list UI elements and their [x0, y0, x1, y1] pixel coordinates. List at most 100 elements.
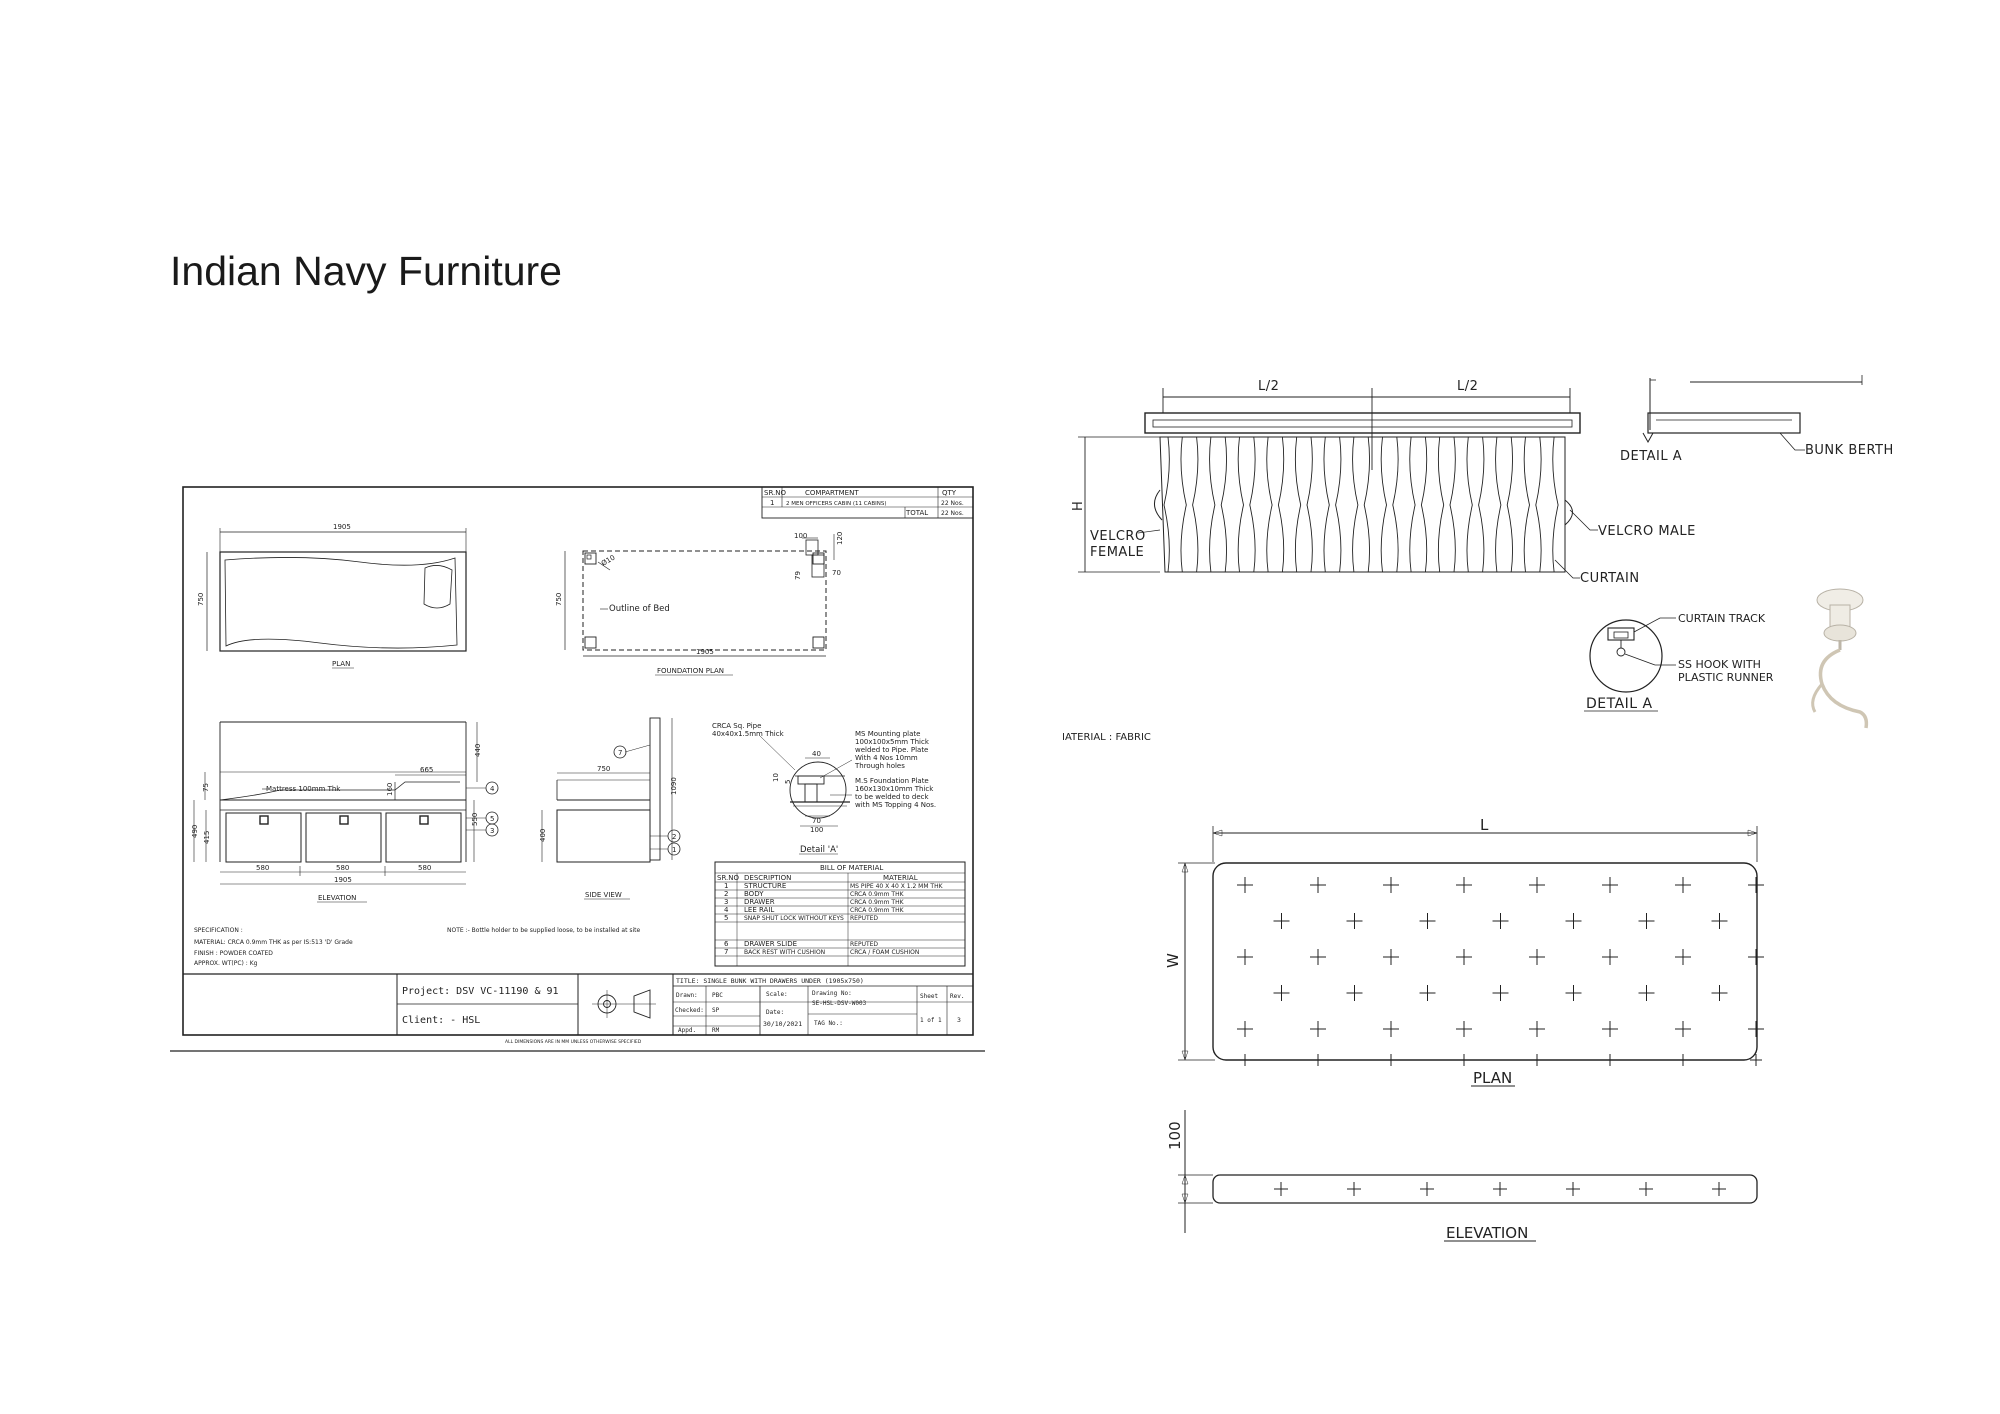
- compartment-total-value: 22 Nos.: [941, 510, 964, 517]
- elevation-mattress-label: Mattress 100mm Thk: [266, 785, 341, 793]
- curtain-fold: [1335, 436, 1342, 573]
- elevation-balloon-4-text: 4: [490, 785, 495, 793]
- elevation-dim-415: 415: [203, 831, 211, 844]
- curtain-fold: [1495, 436, 1502, 573]
- elevation-dim-490: 490: [191, 825, 199, 838]
- project-label: Project: DSV VC-11190 & 91: [402, 986, 559, 997]
- spec-line-3: FINISH : POWDER COATED: [194, 950, 273, 957]
- curtain-fold: [1523, 436, 1530, 573]
- curtain-fold: [1277, 436, 1285, 573]
- curtain-fold: [1209, 436, 1216, 573]
- bom-row-5-desc: SNAP SHUT LOCK WITHOUT KEYS: [744, 915, 844, 922]
- plan-mattress: [224, 557, 458, 649]
- curtain-fold: [1409, 436, 1416, 573]
- client-label: Client: - HSL: [402, 1015, 480, 1026]
- curtain-fold: [1420, 436, 1428, 573]
- detail-a-track-label: CURTAIN TRACK: [1678, 612, 1766, 625]
- curtain-fold: [1552, 436, 1559, 573]
- detail-a-circle: [1589, 619, 1663, 693]
- detail-a-hook-label-2: PLASTIC RUNNER: [1678, 671, 1774, 684]
- curtain-fold: [1506, 436, 1513, 573]
- curtain-velcro-male: VELCRO MALE: [1598, 524, 1696, 539]
- foundation-outline: [582, 550, 827, 651]
- curtain-fold: [1237, 436, 1244, 573]
- detail-a-view: CRCA Sq. Pipe 40x40x1.5mm Thick MS Mount…: [712, 722, 936, 855]
- mattress-dim-l: L: [1480, 816, 1489, 834]
- elevation-drawer-3: [385, 812, 462, 863]
- foundation-pipe-dim: Ø10: [600, 554, 616, 568]
- detail-a-hook-label-1: SS HOOK WITH: [1678, 658, 1761, 671]
- elevation-view: Mattress 100mm Thk 665 440 160 75 490 41…: [191, 721, 499, 903]
- checked-label: Checked:: [675, 1007, 704, 1014]
- detail-a-hook: [1616, 647, 1626, 657]
- plan-bed-outline: [219, 551, 467, 652]
- detail-dim-5: 5: [784, 780, 792, 784]
- elevation-drawer-dim-1: 580: [256, 864, 269, 872]
- date-value: 30/10/2021: [763, 1020, 802, 1028]
- left-drawing-sheet: SR.NO COMPARTMENT QTY 1 2 MEN OFFICERS C…: [170, 486, 985, 1052]
- elevation-total-dim: 1905: [334, 876, 352, 884]
- elevation-balloon-3: [485, 823, 499, 837]
- drawing-note: NOTE :- Bottle holder to be supplied loo…: [447, 927, 640, 934]
- bunk-berth-section: [1647, 412, 1801, 434]
- elevation-drawer-2: [305, 812, 382, 863]
- detail-dim-100: 100: [810, 826, 823, 834]
- curtain-fold: [1323, 436, 1330, 573]
- curtain-dim-h: H: [1071, 501, 1086, 511]
- drawing-title: TITLE: SINGLE BUNK WITH DRAWERS UNDER (1…: [676, 977, 864, 985]
- curtain-fold: [1352, 436, 1359, 573]
- sheet-value: 1 of 1: [920, 1017, 942, 1024]
- scale-label: Scale:: [766, 991, 788, 998]
- compartment-header-srno: SR.NO: [764, 489, 787, 497]
- mattress-elevation-tufting: [1274, 1182, 1726, 1196]
- foundation-plan-label: FOUNDATION PLAN: [657, 667, 724, 675]
- elevation-dim-665: 665: [420, 766, 433, 774]
- curtain-fold: [1392, 436, 1399, 573]
- checked-value: SP: [712, 1007, 720, 1014]
- compartment-header-name: COMPARTMENT: [805, 489, 859, 497]
- curtain-fold: [1163, 436, 1170, 573]
- detail-pipe-size: 40x40x1.5mm Thick: [712, 730, 785, 738]
- title-block: Project: DSV VC-11190 & 91 Client: - HSL…: [183, 973, 973, 1035]
- compartment-total-label: TOTAL: [905, 509, 928, 517]
- spec-line-4: APPROX. WT(PC) : Kg: [194, 960, 258, 967]
- bom-header-description: DESCRIPTION: [744, 874, 791, 882]
- bom-row-6-srno: 6: [724, 940, 729, 948]
- mattress-plan-label: PLAN: [1473, 1069, 1512, 1087]
- bom-row-3-material: CRCA 0.9mm THK: [850, 899, 905, 906]
- curtain-label: CURTAIN: [1580, 571, 1640, 586]
- drawing-no-label: Drawing No:: [812, 990, 852, 997]
- elevation-dim-440: 440: [474, 744, 482, 757]
- side-balloon-2-text: 2: [672, 833, 676, 841]
- bom-row-3-srno: 3: [724, 898, 728, 906]
- mattress-tufting: [1237, 877, 1764, 1066]
- mattress-dim-100: 100: [1166, 1121, 1184, 1150]
- plan-pillow: [423, 565, 453, 609]
- curtain-folds: [1159, 436, 1566, 573]
- bom-row-2-srno: 2: [724, 890, 728, 898]
- bunk-berth-label: BUNK BERTH: [1805, 443, 1894, 458]
- curtain-fold: [1478, 436, 1485, 573]
- side-view-dim-400: 400: [539, 829, 547, 842]
- detail-foundation-2: 160x130x10mm Thick: [855, 785, 934, 793]
- tag-label: TAG No.:: [814, 1020, 843, 1027]
- detail-foundation-3: to be welded to deck: [855, 793, 929, 801]
- detail-mounting-4: With 4 Nos 10mm: [855, 754, 918, 762]
- material-label: IATERIAL : FABRIC: [1062, 732, 1151, 743]
- bom-row-7-material: CRCA / FOAM CUSHION: [850, 949, 919, 956]
- curtain-drawing: L/2 L/2 H VELCRO FEMALE VELCRO MALE CURT…: [1062, 375, 1894, 743]
- rev-label: Rev.: [950, 993, 964, 1000]
- curtain-fold-lines: [1163, 436, 1559, 573]
- curtain-fold: [1535, 436, 1542, 573]
- elevation-drawer-dim-3: 580: [418, 864, 431, 872]
- elevation-balloon-4: [485, 781, 499, 795]
- elevation-dim-550: 550: [471, 813, 479, 826]
- foundation-plan-view: Ø10 Outline of Bed 750 1905 FOUNDATION P…: [555, 532, 844, 676]
- curtain-fold: [1466, 436, 1473, 573]
- bom-row-4-desc: LEE RAIL: [744, 906, 774, 914]
- curtain-fold: [1380, 436, 1387, 573]
- curtain-fold: [1249, 436, 1256, 573]
- compartment-row-srno: 1: [770, 499, 774, 507]
- curtain-velcro-female-2: FEMALE: [1090, 545, 1144, 560]
- curtain-fold: [1306, 436, 1313, 573]
